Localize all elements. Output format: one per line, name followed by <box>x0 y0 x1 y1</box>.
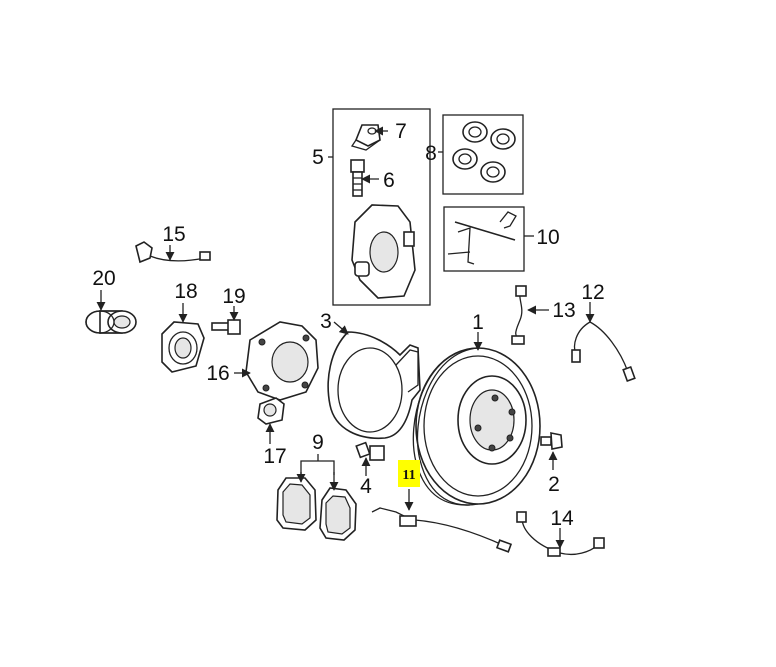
hardware-kit[interactable] <box>443 206 525 272</box>
callout-8[interactable]: 8 <box>425 142 437 165</box>
callout-1[interactable]: 1 <box>472 311 484 334</box>
wear-sensor[interactable] <box>371 507 513 553</box>
brake-line[interactable] <box>511 285 527 345</box>
callout-18[interactable]: 18 <box>174 280 197 303</box>
abs-sensor[interactable] <box>135 241 211 264</box>
callout-11[interactable]: 11 <box>402 468 415 483</box>
callout-10[interactable]: 10 <box>536 226 559 249</box>
callout-4[interactable]: 4 <box>360 475 372 498</box>
wheel-bearing[interactable] <box>85 310 137 334</box>
callout-20[interactable]: 20 <box>92 267 115 290</box>
callout-7[interactable]: 7 <box>395 120 407 143</box>
callout-5[interactable]: 5 <box>312 146 324 169</box>
steering-knuckle[interactable] <box>245 321 319 401</box>
leader-lines <box>96 126 595 549</box>
brake-pads[interactable] <box>276 477 357 541</box>
caliper-assembly[interactable] <box>332 108 431 306</box>
callout-labels: 1 2 3 4 5 6 7 8 9 10 11 12 13 14 15 16 1… <box>92 120 604 530</box>
bushing[interactable] <box>257 397 285 425</box>
hub-bolt[interactable] <box>211 319 241 335</box>
callout-15[interactable]: 15 <box>162 223 185 246</box>
callout-11-highlight <box>398 460 420 487</box>
callout-9[interactable]: 9 <box>312 431 324 454</box>
brake-rotor[interactable] <box>412 347 541 506</box>
callout-2[interactable]: 2 <box>548 473 560 496</box>
bracket-clip[interactable] <box>350 124 381 151</box>
callout-16[interactable]: 16 <box>206 362 229 385</box>
bleeder-screw[interactable] <box>540 432 563 450</box>
seal-kit[interactable] <box>442 114 524 195</box>
callout-17[interactable]: 17 <box>263 445 286 468</box>
callout-6[interactable]: 6 <box>383 169 395 192</box>
abs-sensor-cable[interactable] <box>516 511 605 557</box>
callout-3[interactable]: 3 <box>320 310 332 333</box>
callout-19[interactable]: 19 <box>222 285 245 308</box>
brake-hose[interactable] <box>571 321 636 383</box>
bolt[interactable] <box>355 441 385 461</box>
guide-pin[interactable] <box>350 159 365 197</box>
callout-14[interactable]: 14 <box>550 507 574 530</box>
dust-shield[interactable] <box>327 331 421 440</box>
callout-12[interactable]: 12 <box>581 281 604 304</box>
callout-13[interactable]: 13 <box>552 299 575 322</box>
bearing-plate[interactable] <box>161 321 205 373</box>
